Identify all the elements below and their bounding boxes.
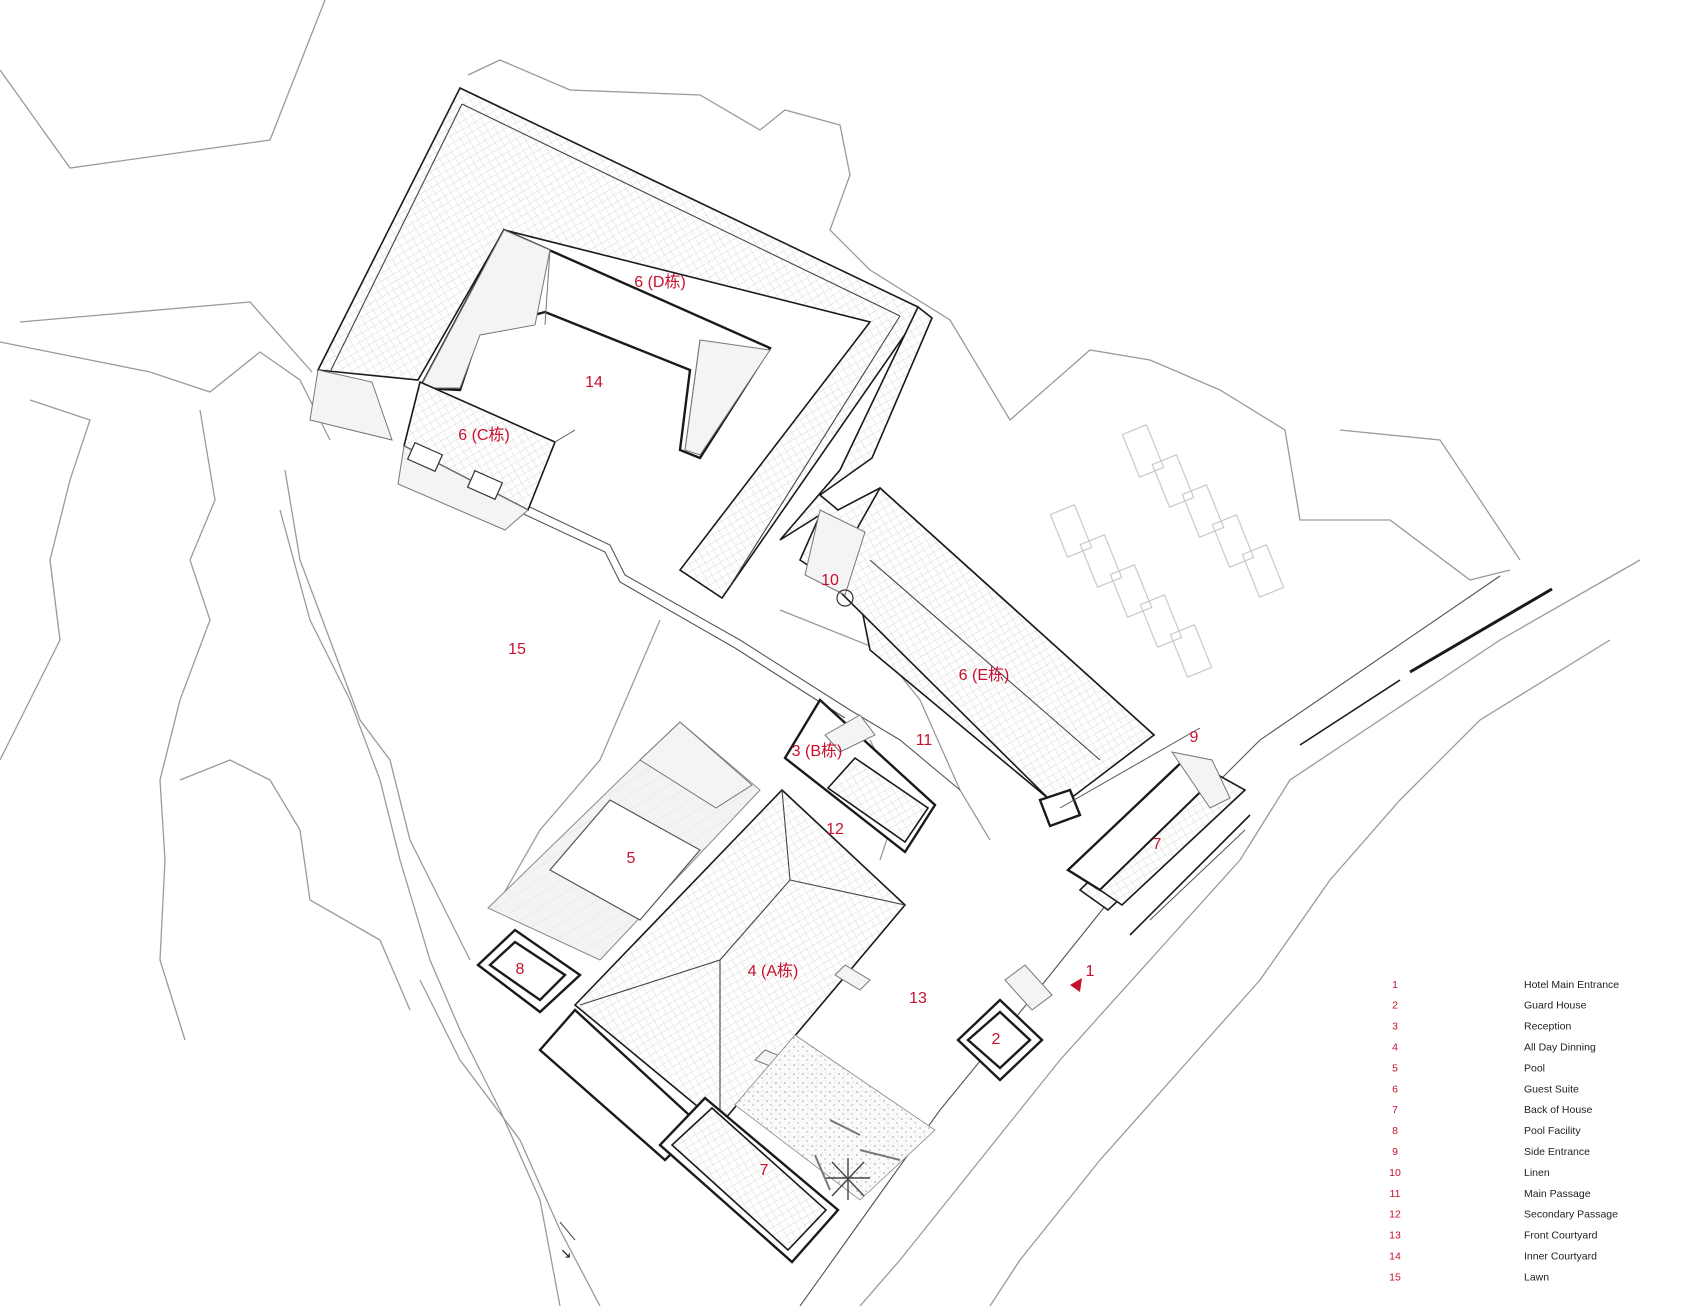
building-e-block bbox=[779, 305, 1201, 828]
legend-number: 12 bbox=[1389, 1209, 1401, 1221]
arrow-down-icon: ↘ bbox=[560, 1245, 572, 1261]
legend-number: 10 bbox=[1389, 1167, 1401, 1179]
legend-number: 6 bbox=[1392, 1083, 1398, 1095]
label-back-of-house-east: 7 bbox=[1153, 836, 1162, 853]
label-side-entrance: 9 bbox=[1190, 729, 1199, 746]
legend-text: Hotel Main Entrance bbox=[1524, 979, 1619, 991]
label-c-block: 6 (C栋) bbox=[458, 426, 510, 444]
legend-text: Lawn bbox=[1524, 1271, 1549, 1283]
legend-text: Side Entrance bbox=[1524, 1146, 1590, 1158]
building-d-block bbox=[309, 86, 919, 600]
legend-text: Linen bbox=[1524, 1167, 1550, 1179]
legend-number: 5 bbox=[1392, 1062, 1398, 1074]
building-pool-facility bbox=[476, 928, 582, 1014]
legend-number: 11 bbox=[1390, 1188, 1401, 1200]
legend-number: 15 bbox=[1389, 1271, 1401, 1283]
building-back-of-house-east bbox=[1066, 751, 1251, 936]
legend-text: Secondary Passage bbox=[1524, 1209, 1618, 1221]
legend-number: 1 bbox=[1392, 979, 1398, 991]
building-reception-b bbox=[783, 698, 937, 854]
building-c-block bbox=[397, 380, 576, 531]
legend-number: 13 bbox=[1389, 1230, 1401, 1242]
terrain-contours bbox=[0, 0, 1641, 1306]
legend-number: 2 bbox=[1392, 1000, 1398, 1012]
label-pool: 5 bbox=[627, 850, 636, 867]
label-main-entrance: 1 bbox=[1086, 963, 1095, 980]
legend-text: Front Courtyard bbox=[1524, 1230, 1598, 1242]
legend-text: Reception bbox=[1524, 1021, 1571, 1033]
legend-text: Pool Facility bbox=[1524, 1125, 1581, 1137]
building-back-of-house-south bbox=[658, 1096, 840, 1264]
label-main-passage: 11 bbox=[916, 732, 933, 749]
legend-text: Pool bbox=[1524, 1062, 1545, 1074]
legend-text: Guard House bbox=[1524, 1000, 1587, 1012]
triangle-arrow-icon bbox=[1070, 978, 1082, 992]
building-guard-house bbox=[956, 964, 1053, 1082]
tree-icon bbox=[826, 1158, 870, 1200]
label-linen: 10 bbox=[821, 572, 839, 589]
legend-text: Back of House bbox=[1524, 1104, 1592, 1116]
legend-number: 4 bbox=[1392, 1041, 1398, 1053]
legend-number: 14 bbox=[1389, 1250, 1401, 1262]
label-reception: 3 (B栋) bbox=[792, 742, 843, 760]
legend-text: All Day Dinning bbox=[1524, 1041, 1596, 1053]
pool-area bbox=[487, 721, 761, 961]
label-e-block: 6 (E栋) bbox=[959, 666, 1010, 684]
garden-courtyard bbox=[734, 1034, 936, 1201]
label-lawn: 15 bbox=[508, 641, 526, 658]
legend-number: 8 bbox=[1392, 1125, 1398, 1137]
label-back-of-house-south: 7 bbox=[760, 1162, 769, 1179]
label-all-day-dining: 4 (A栋) bbox=[748, 962, 799, 980]
legend-number: 3 bbox=[1392, 1021, 1398, 1033]
label-front-courtyard: 13 bbox=[909, 990, 927, 1007]
parking-stalls bbox=[1049, 424, 1285, 678]
legend-number: 9 bbox=[1392, 1146, 1398, 1158]
label-inner-courtyard: 14 bbox=[585, 374, 603, 391]
label-guard-house: 2 bbox=[992, 1031, 1001, 1048]
plan-labels: 6 (D栋) 14 6 (C栋) 15 10 6 (E栋) 11 9 3 (B栋… bbox=[458, 273, 1198, 1179]
legend-text: Guest Suite bbox=[1524, 1083, 1579, 1095]
label-secondary-passage: 12 bbox=[826, 821, 844, 838]
label-d-block: 6 (D栋) bbox=[634, 273, 686, 291]
legend: 1 Hotel Main Entrance 2 Guard House 3 Recepti… bbox=[1389, 979, 1619, 1284]
site-boundary: ↘ bbox=[514, 499, 1553, 1306]
legend-text: Inner Courtyard bbox=[1524, 1250, 1597, 1262]
label-pool-facility: 8 bbox=[516, 961, 525, 978]
legend-number: 7 bbox=[1392, 1104, 1398, 1116]
legend-text: Main Passage bbox=[1524, 1188, 1591, 1200]
